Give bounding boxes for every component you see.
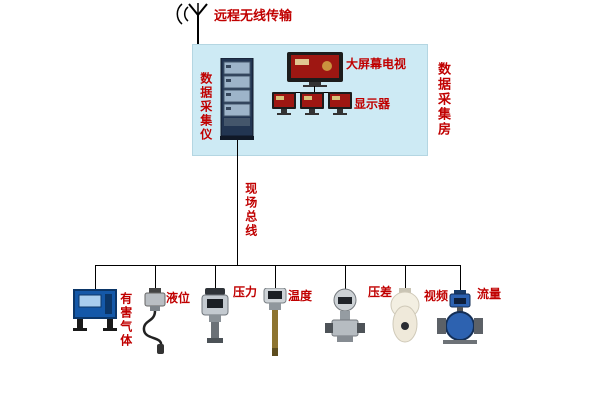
device-label-liquid-level: 液位 <box>166 291 191 305</box>
device-drop-line <box>405 265 406 290</box>
device-label-video: 视频 <box>424 289 449 303</box>
device-drop-line <box>275 265 276 290</box>
daq-instrument-label: 数据采集仪 <box>198 72 213 142</box>
device-label-temperature: 温度 <box>288 289 313 303</box>
device-label-harmful-gas: 有害气体 <box>118 292 133 348</box>
device-label-flow: 流量 <box>477 287 502 301</box>
big-screen-tv-label: 大屏幕电视 <box>346 57 407 71</box>
antenna-icon <box>176 3 208 44</box>
tv-monitor-connector <box>314 86 315 92</box>
liquid-level-sensor-icon <box>142 288 166 354</box>
monitor-icon <box>328 92 352 115</box>
device-label-differential-pressure: 压差 <box>368 285 393 299</box>
device-drop-line <box>215 265 216 290</box>
flow-meter-icon <box>437 290 483 344</box>
field-bus-line <box>95 265 461 266</box>
big-screen-tv-icon <box>287 52 343 87</box>
wireless-transmission-label: 远程无线传输 <box>214 9 293 24</box>
monitor-icon <box>300 92 324 115</box>
main-bus-drop-line <box>237 140 238 265</box>
daq-room-label: 数据采集房 <box>434 62 450 137</box>
monitor-label: 显示器 <box>354 97 391 111</box>
monitor-icon <box>272 92 296 115</box>
device-drop-line <box>155 265 156 290</box>
differential-pressure-transmitter-icon <box>325 288 365 342</box>
harmful-gas-detector-icon <box>73 289 117 331</box>
device-label-pressure: 压力 <box>233 285 258 299</box>
server-rack-icon <box>220 58 254 140</box>
device-drop-line <box>95 265 96 290</box>
field-bus-label: 现场总线 <box>243 182 258 238</box>
temperature-sensor-icon <box>263 288 287 356</box>
device-drop-line <box>460 265 461 290</box>
device-drop-line <box>345 265 346 290</box>
pressure-transmitter-icon <box>201 288 229 343</box>
video-camera-icon <box>390 288 420 343</box>
